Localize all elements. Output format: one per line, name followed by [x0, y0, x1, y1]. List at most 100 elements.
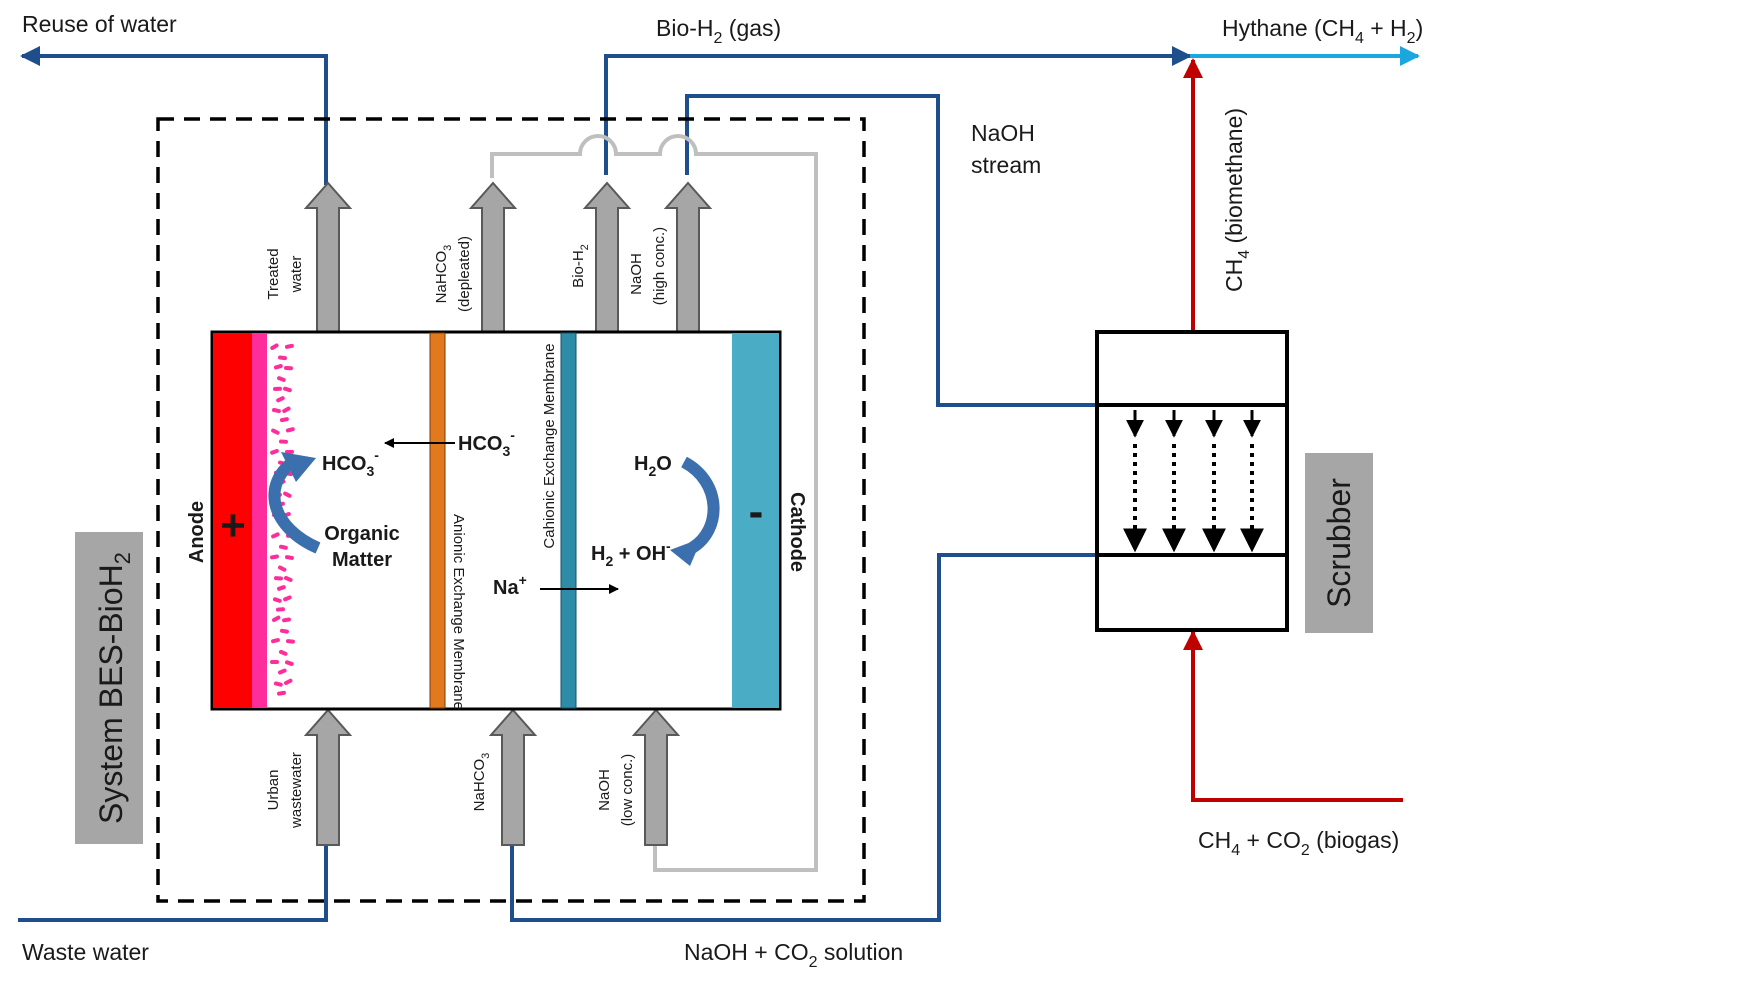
bacterium	[271, 615, 281, 622]
bacterium	[278, 668, 287, 675]
flow-arrow	[631, 708, 681, 846]
bacterium	[272, 386, 282, 391]
cell-body	[210, 330, 782, 711]
system-label: System BES-BioH2	[93, 552, 135, 824]
bacterium	[276, 396, 285, 403]
bacterium	[277, 376, 286, 382]
nahco3-depleted-label-2: (depleated)	[456, 236, 473, 312]
curved-arrow-head	[670, 538, 702, 566]
biogas-label: CH4 + CO2 (biogas)	[1198, 827, 1399, 859]
hco3-anode-label: HCO3-	[322, 447, 379, 479]
biogas-line	[1183, 630, 1403, 802]
cathode-label: Cathode	[786, 492, 808, 572]
flow-arrow	[663, 181, 713, 333]
bio-h2-gas-label: Bio-H2 (gas)	[656, 15, 781, 47]
bacterium	[284, 449, 294, 454]
anode-electrode	[213, 333, 252, 708]
bes-cell: Anode + Cathode - Anionic Exchange Membr…	[186, 330, 808, 711]
scrubber-label: Scrubber	[1321, 478, 1357, 608]
bacterium	[270, 343, 279, 350]
bacterium	[273, 576, 283, 581]
organic-matter-label: Organic	[324, 523, 400, 545]
bio-h2-label: Bio-H2	[570, 244, 591, 288]
flow-arrow	[468, 181, 518, 333]
bacterium	[283, 491, 292, 498]
bacterium	[284, 366, 293, 371]
nahco3-label: NaHCO3	[471, 753, 492, 812]
inflow-arrows	[303, 708, 681, 846]
h2o-label: H2O	[634, 453, 672, 479]
bacterium	[285, 639, 295, 644]
bacterium	[270, 448, 279, 455]
bacterium	[273, 681, 283, 687]
urban-wastewater-label: Urban	[265, 770, 282, 811]
naoh-stream-label: NaOH	[971, 120, 1035, 146]
bacterium	[272, 408, 281, 414]
anionic-exchange-membrane	[429, 332, 446, 709]
system-label-box	[75, 532, 143, 844]
h2-oh-label: H2 + OH-	[591, 538, 671, 569]
bacterium	[271, 428, 280, 435]
hco3-membrane-label: HCO3-	[458, 427, 515, 459]
naoh-co2-solution-label: NaOH + CO2 solution	[684, 939, 903, 971]
naoh-high-label: NaOH	[628, 253, 645, 295]
bacterium	[270, 554, 279, 560]
waste-water-line	[18, 840, 328, 922]
flow-arrow	[488, 708, 538, 846]
hythane-label: Hythane (CH4 + H2)	[1222, 15, 1423, 47]
bacterium	[278, 439, 288, 444]
bio-h2-gas-line	[604, 46, 1192, 175]
bacterium	[284, 343, 294, 349]
flow-arrow	[582, 181, 632, 333]
cationic-exchange-membrane	[560, 332, 577, 709]
naoh-stream-label-2: stream	[971, 152, 1041, 178]
biofilm	[252, 333, 267, 708]
grey-recirculation-loop	[490, 134, 818, 872]
bacterium	[277, 585, 286, 591]
bacterium	[282, 406, 291, 413]
bacterium	[278, 649, 288, 656]
outflow-arrows	[303, 181, 713, 333]
minus-sign: -	[749, 487, 764, 536]
bacterium	[277, 565, 287, 572]
bacterium	[283, 386, 292, 393]
bacterium	[276, 607, 285, 612]
reuse-water-line	[20, 46, 328, 185]
reuse-of-water-label: Reuse of water	[22, 11, 177, 37]
bacterium	[285, 427, 295, 433]
cationic-membrane-label: Cahionic Exchange Membrane	[541, 343, 558, 548]
naoh-low-label: NaOH	[596, 769, 613, 811]
naoh-low-label-2: (low conc.)	[619, 754, 636, 827]
treated-water-label-2: water	[288, 256, 305, 294]
bacterium	[271, 532, 280, 539]
nahco3-depleted-label: NaHCO3	[433, 245, 454, 304]
bacterium	[279, 417, 289, 423]
urban-wastewater-label-2: wastewater	[288, 752, 305, 829]
bacterium	[283, 595, 292, 602]
flow-arrow	[303, 708, 353, 846]
bacterium	[284, 660, 294, 666]
outflow-labels: Treated water NaHCO3 (depleated) Bio-H2 …	[265, 227, 668, 312]
anode-label: Anode	[186, 501, 208, 563]
bacterium	[284, 555, 294, 560]
inflow-labels: Urban wastewater NaHCO3 NaOH (low conc.)	[265, 752, 636, 829]
na-plus-label: Na+	[493, 572, 527, 599]
system-boundary	[156, 117, 866, 903]
bacterium	[279, 628, 289, 634]
cathode-electrode	[732, 333, 779, 708]
curved-arrow-head	[281, 452, 316, 482]
bacterium	[284, 576, 293, 582]
bacterium	[272, 597, 282, 603]
bacterium	[282, 617, 291, 623]
bacterium	[278, 544, 288, 550]
spray-arrows	[1123, 410, 1264, 553]
scrubber-label-box	[1305, 453, 1373, 633]
bacterium	[271, 638, 280, 644]
bacterium	[273, 364, 283, 370]
curved-arrow	[268, 459, 321, 554]
bacterium	[278, 355, 287, 361]
bacterium	[277, 690, 286, 696]
anionic-membrane-label: Anionic Exchange Membrane	[450, 514, 467, 710]
naoh-co2-solution-line	[510, 553, 1097, 922]
bacterium	[283, 678, 293, 685]
